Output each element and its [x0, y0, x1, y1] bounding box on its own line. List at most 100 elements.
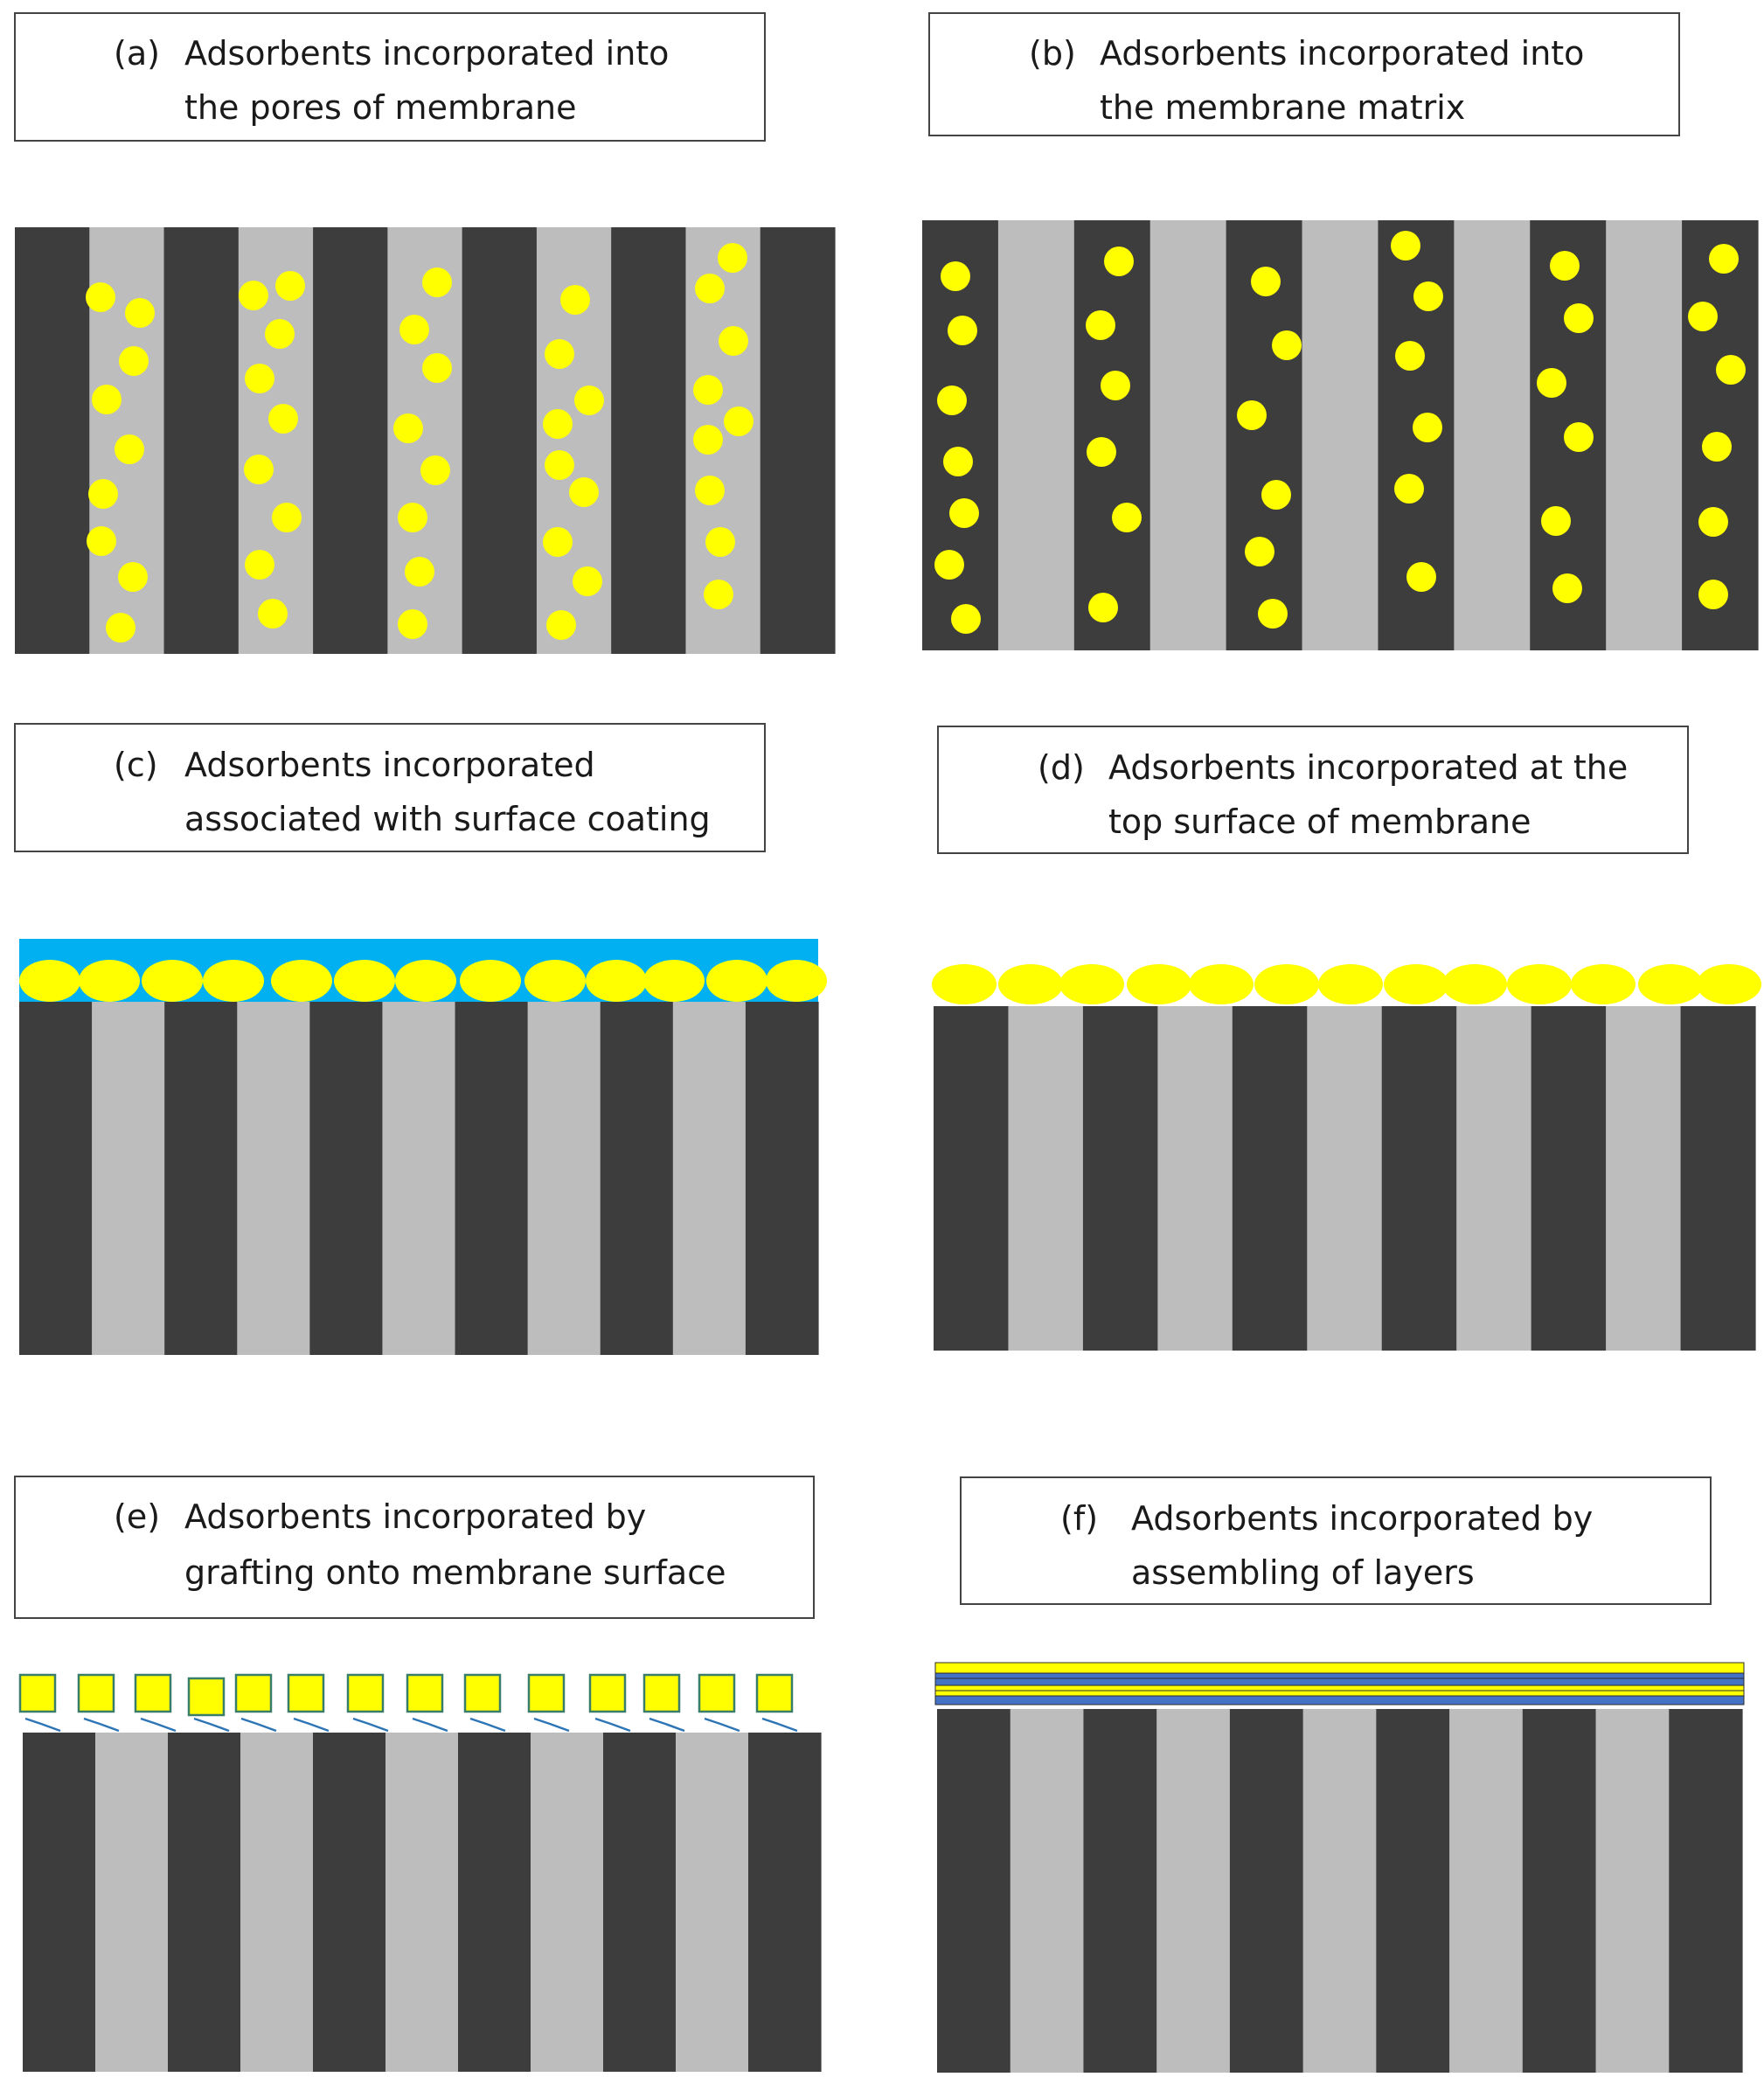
- solid-column: [1381, 1006, 1457, 1351]
- caption-line1-c: Adsorbents incorporated: [184, 746, 595, 784]
- adsorbent-particle: [119, 346, 149, 376]
- adsorbent-particle: [1413, 281, 1443, 311]
- adsorbent-particle: [125, 298, 155, 328]
- solid-column: [934, 1006, 1010, 1351]
- adsorbent-particle: [1254, 964, 1319, 1004]
- caption-line2-f: assembling of layers: [1131, 1553, 1475, 1592]
- caption-box-c: [14, 723, 766, 852]
- adsorbent-particle: [88, 479, 118, 509]
- caption-box-f: [960, 1476, 1712, 1605]
- pore-column: [1010, 1709, 1085, 2073]
- adsorbent-particle: [422, 353, 452, 383]
- grafted-adsorbent: [134, 1673, 172, 1713]
- caption-box-d: [937, 726, 1689, 854]
- adsorbent-particle: [704, 580, 733, 609]
- adsorbent-particle: [643, 960, 705, 1002]
- caption-line1-a: Adsorbents incorporated into: [184, 34, 669, 73]
- solid-column: [922, 220, 999, 650]
- grafted-adsorbent: [18, 1673, 57, 1713]
- adsorbent-particle: [1698, 580, 1728, 609]
- adsorbents-c: [19, 960, 827, 1002]
- adsorbent-particle: [1112, 503, 1142, 532]
- pore-column: [672, 1002, 747, 1355]
- adsorbent-particle: [1537, 368, 1566, 398]
- adsorbent-particle: [949, 498, 979, 528]
- adsorbent-particle: [1086, 310, 1115, 340]
- solid-column: [1522, 1709, 1597, 2073]
- adsorbent-particle: [272, 503, 302, 532]
- caption-box-e: [14, 1476, 815, 1619]
- caption-line1-d: Adsorbents incorporated at the: [1108, 748, 1628, 787]
- adsorbent-particle: [86, 282, 115, 312]
- adsorbent-particle: [1709, 244, 1739, 274]
- pore-column: [1156, 1709, 1231, 2073]
- linkers-e: [24, 1717, 798, 1733]
- pore-column: [385, 1733, 459, 2072]
- solid-column: [23, 1733, 96, 2072]
- caption-line1-f: Adsorbents incorporated by: [1131, 1499, 1593, 1538]
- adsorbent-particle: [271, 960, 332, 1002]
- graft-linker: [761, 1717, 798, 1733]
- grafted-adsorbent: [698, 1673, 736, 1713]
- adsorbent-particle: [1541, 506, 1571, 536]
- caption-line1-b: Adsorbents incorporated into: [1100, 34, 1584, 73]
- membrane-e: [23, 1733, 822, 2072]
- adsorbent-layer: [934, 1690, 1745, 1697]
- graft-linker: [649, 1717, 685, 1733]
- adsorbent-particle: [1245, 537, 1274, 566]
- assembled-layers-f: [934, 1662, 1745, 1705]
- graft-linker: [352, 1717, 389, 1733]
- pore-column: [1456, 1006, 1532, 1351]
- adsorbent-particle: [546, 610, 576, 640]
- solid-column: [1083, 1709, 1157, 2073]
- grafted-adsorbent: [588, 1673, 627, 1713]
- adsorbent-particle: [405, 557, 434, 587]
- adsorbent-particle: [1088, 593, 1118, 622]
- adsorbent-particle: [1391, 231, 1420, 260]
- adsorbent-particle: [524, 960, 586, 1002]
- adsorbent-particle: [719, 326, 748, 356]
- caption-line2-a: the pores of membrane: [184, 88, 576, 127]
- solid-column: [313, 1733, 386, 2072]
- graft-linker: [594, 1717, 631, 1733]
- caption-tag-c: (c): [114, 746, 158, 784]
- solid-column: [1082, 1006, 1158, 1351]
- pore-column: [95, 1733, 169, 2072]
- solid-column: [19, 1002, 93, 1355]
- solid-column: [1669, 1709, 1743, 2073]
- adsorbent-particle: [1384, 964, 1448, 1004]
- panel-e: (e) Adsorbents incorporated by grafting …: [14, 1476, 822, 2072]
- adsorbents-e: [18, 1673, 794, 1717]
- adsorbent-particle: [106, 613, 135, 643]
- adsorbent-particle: [1571, 964, 1636, 1004]
- adsorbent-particle: [724, 406, 754, 436]
- polymer-layer: [934, 1695, 1745, 1705]
- caption-line2-e: grafting onto membrane surface: [184, 1553, 726, 1592]
- adsorbent-particle: [574, 386, 604, 415]
- solid-column: [1232, 1006, 1308, 1351]
- solid-column: [168, 1733, 241, 2072]
- adsorbent-particle: [695, 476, 725, 505]
- adsorbent-particle: [1638, 964, 1703, 1004]
- pore-column: [1606, 1006, 1682, 1351]
- grafted-adsorbent: [287, 1673, 325, 1713]
- grafted-adsorbent: [642, 1673, 681, 1713]
- solid-column: [600, 1002, 674, 1355]
- adsorbent-particle: [545, 450, 574, 480]
- graft-linker: [140, 1717, 177, 1733]
- grafted-adsorbent: [527, 1673, 566, 1713]
- pore-column: [997, 220, 1075, 650]
- adsorbent-particle: [268, 404, 298, 434]
- adsorbent-particle: [142, 960, 203, 1002]
- adsorbent-particle: [948, 316, 977, 345]
- pore-column: [382, 1002, 456, 1355]
- caption-tag-a: (a): [114, 34, 160, 73]
- panel-f: (f) Adsorbents incorporated by assemblin…: [934, 1476, 1745, 2073]
- adsorbent-particle: [1318, 964, 1383, 1004]
- adsorbent-particle: [560, 285, 590, 315]
- solid-column: [15, 227, 90, 654]
- adsorbent-particle: [1688, 302, 1718, 331]
- adsorbent-particle: [951, 604, 981, 634]
- solid-column: [603, 1733, 677, 2072]
